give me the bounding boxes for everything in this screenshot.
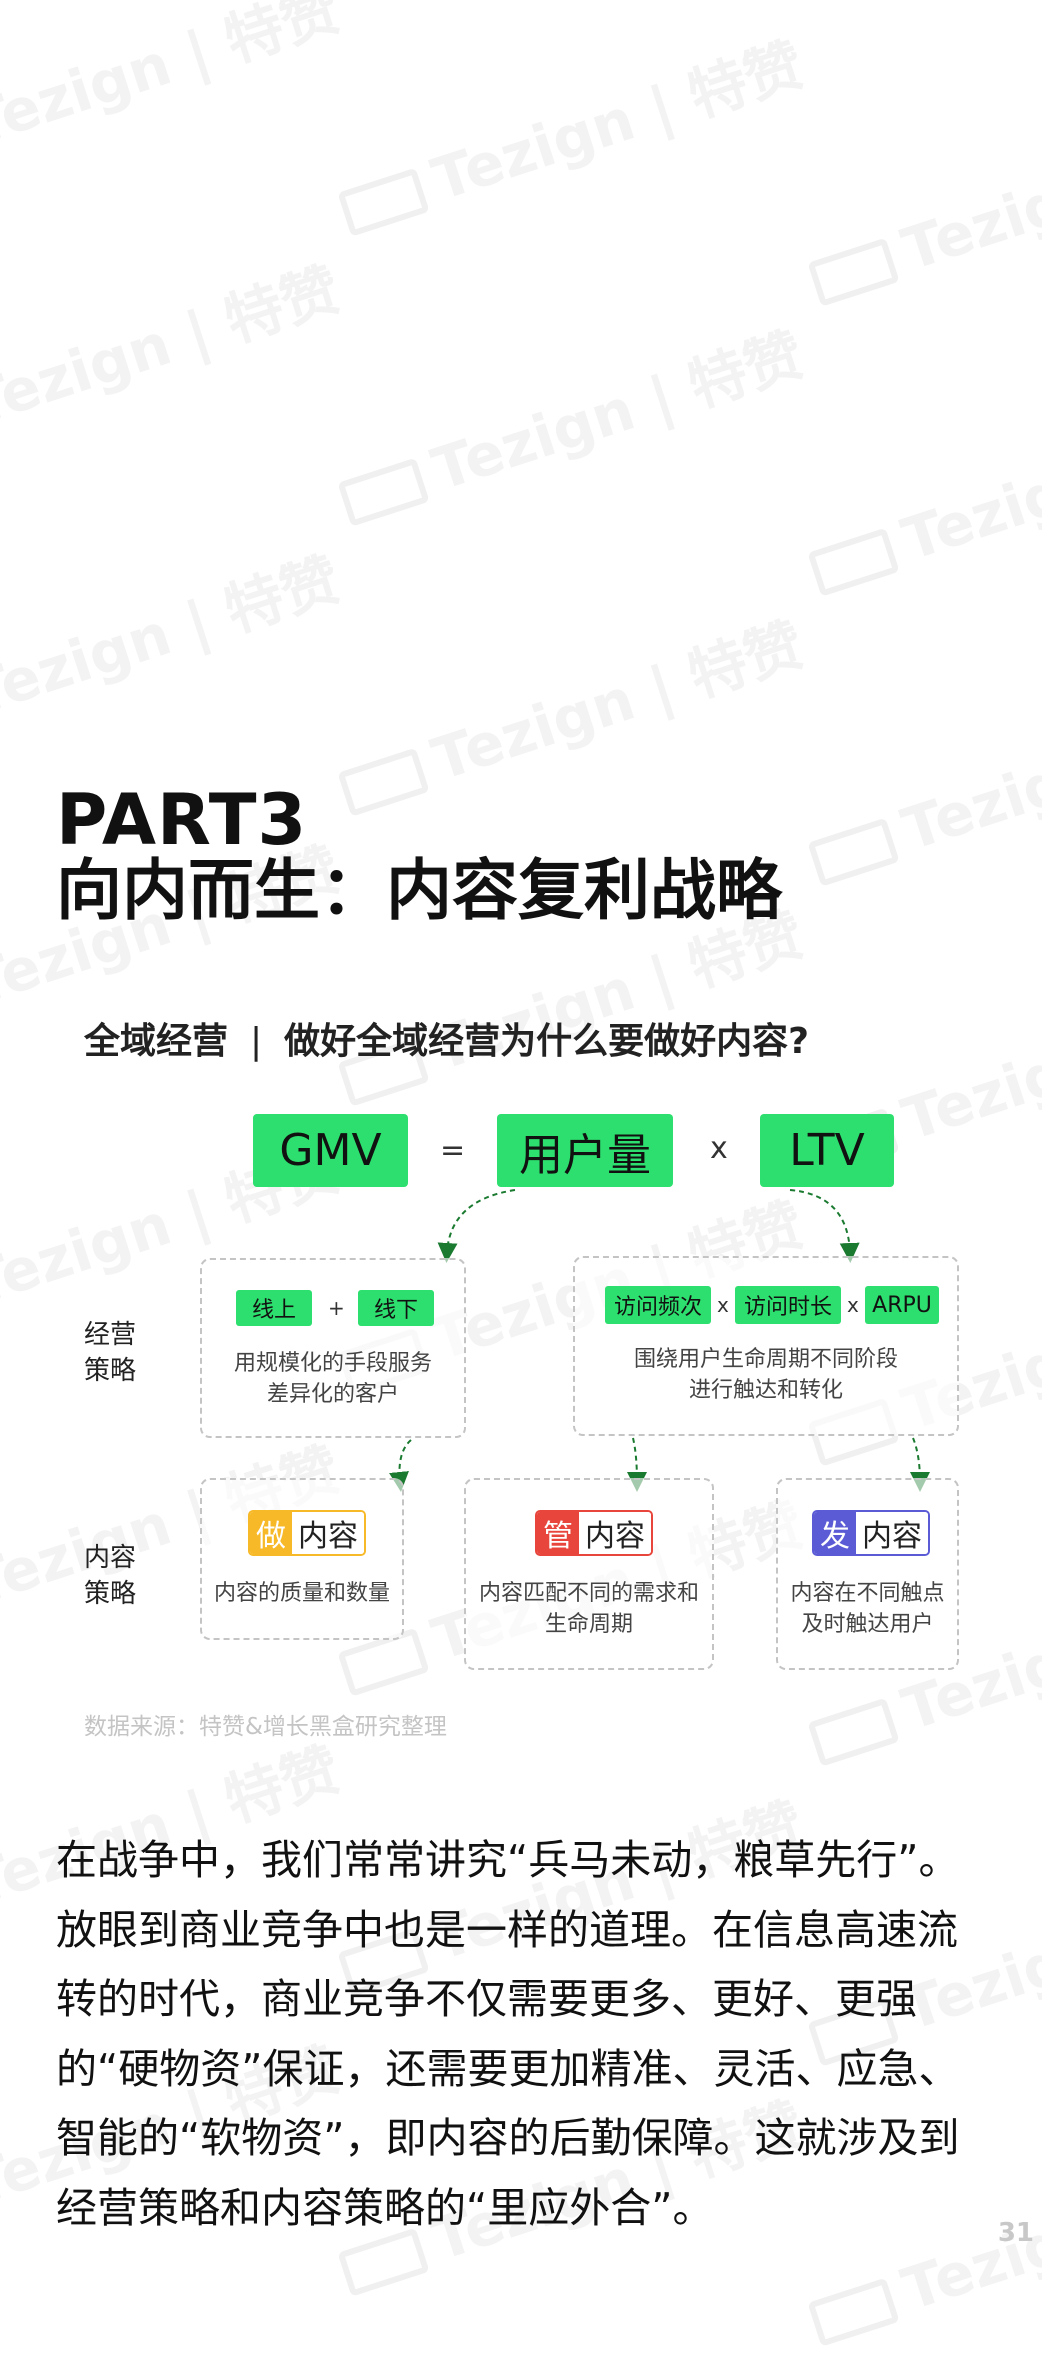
times-sign: x bbox=[710, 1131, 728, 1166]
badge-key: 做 bbox=[250, 1512, 292, 1554]
right-strategy-desc: 围绕用户生命周期不同阶段 进行触达和转化 bbox=[633, 1347, 898, 1403]
chip-online: 线上 bbox=[236, 1290, 312, 1326]
times-sign-2: x bbox=[847, 1293, 859, 1317]
paragraph-line: 转的时代，商业竞争不仅需要更多、更好、更强 bbox=[56, 1975, 917, 2023]
page-number: 31 bbox=[997, 2218, 1034, 2248]
plus-sign: + bbox=[328, 1296, 345, 1320]
content-box-distribute: 发 内容 内容在不同触点 及时触达用户 bbox=[776, 1478, 959, 1670]
strategy-row-label: 经营 策略 bbox=[84, 1320, 137, 1386]
paragraph-line: 经营策略和内容策略的“里应外合”。 bbox=[56, 2183, 714, 2232]
badge-value: 内容 bbox=[292, 1512, 364, 1554]
connector-arrows bbox=[389, 1189, 930, 1492]
paragraph-line: 的“硬物资”保证，还需要更加精准、灵活、应急、 bbox=[56, 2044, 960, 2093]
users-box: 用户量 bbox=[497, 1114, 673, 1187]
times-sign-1: x bbox=[717, 1293, 729, 1317]
chip-offline: 线下 bbox=[358, 1290, 434, 1326]
page-title: 向内而生：内容复利战略 bbox=[56, 852, 782, 929]
subtitle-separator: | bbox=[250, 1021, 263, 1062]
badge-value: 内容 bbox=[856, 1512, 928, 1554]
subtitle-right: 做好全域经营为什么要做好内容? bbox=[284, 1021, 810, 1062]
ltv-box: LTV bbox=[760, 1114, 894, 1187]
section-subtitle: 全域经营 | 做好全域经营为什么要做好内容? bbox=[84, 1012, 809, 1064]
content-box-manage: 管 内容 内容匹配不同的需求和 生命周期 bbox=[464, 1478, 714, 1670]
paragraph-line: 放眼到商业竞争中也是一样的道理。在信息高速流 bbox=[56, 1905, 958, 1954]
content-desc: 内容匹配不同的需求和 生命周期 bbox=[478, 1581, 699, 1637]
chip-arpu: ARPU bbox=[865, 1286, 939, 1324]
badge-distribute-content: 发 内容 bbox=[812, 1510, 930, 1556]
content-box-make: 做 内容 内容的质量和数量 bbox=[200, 1478, 404, 1640]
part-label: PART3 bbox=[56, 779, 308, 861]
badge-manage-content: 管 内容 bbox=[535, 1510, 653, 1556]
offline-online-box: 线上 + 线下 用规模化的手段服务 差异化的客户 bbox=[200, 1258, 466, 1438]
badge-key: 管 bbox=[537, 1512, 579, 1554]
body-paragraph: 在战争中，我们常常讲究“兵马未动，粮草先行”。 放眼到商业竞争中也是一样的道理。… bbox=[56, 1826, 996, 2243]
gmv-box: GMV bbox=[253, 1114, 408, 1187]
ltv-breakdown-box: 访问频次 x 访问时长 x ARPU 围绕用户生命周期不同阶段 进行触达和转化 bbox=[573, 1256, 959, 1436]
equals-sign: = bbox=[440, 1133, 466, 1168]
badge-value: 内容 bbox=[579, 1512, 651, 1554]
chip-visit-duration: 访问时长 bbox=[735, 1286, 841, 1324]
content-desc: 内容的质量和数量 bbox=[213, 1581, 390, 1606]
content-row-label: 内容 策略 bbox=[84, 1543, 137, 1609]
subtitle-left: 全域经营 bbox=[84, 1021, 229, 1062]
data-source-note: 数据来源：特赞&增长黑盒研究整理 bbox=[84, 1714, 447, 1740]
paragraph-line: 智能的“软物资”，即内容的后勤保障。这就涉及到 bbox=[56, 2114, 960, 2162]
paragraph-line: 在战争中，我们常常讲究“兵马未动，粮草先行”。 bbox=[56, 1836, 960, 1884]
chip-visit-frequency: 访问频次 bbox=[605, 1286, 711, 1324]
content-desc: 内容在不同触点 及时触达用户 bbox=[790, 1581, 945, 1637]
left-strategy-desc: 用规模化的手段服务 差异化的客户 bbox=[233, 1351, 432, 1407]
badge-key: 发 bbox=[814, 1512, 856, 1554]
badge-make-content: 做 内容 bbox=[248, 1510, 366, 1556]
